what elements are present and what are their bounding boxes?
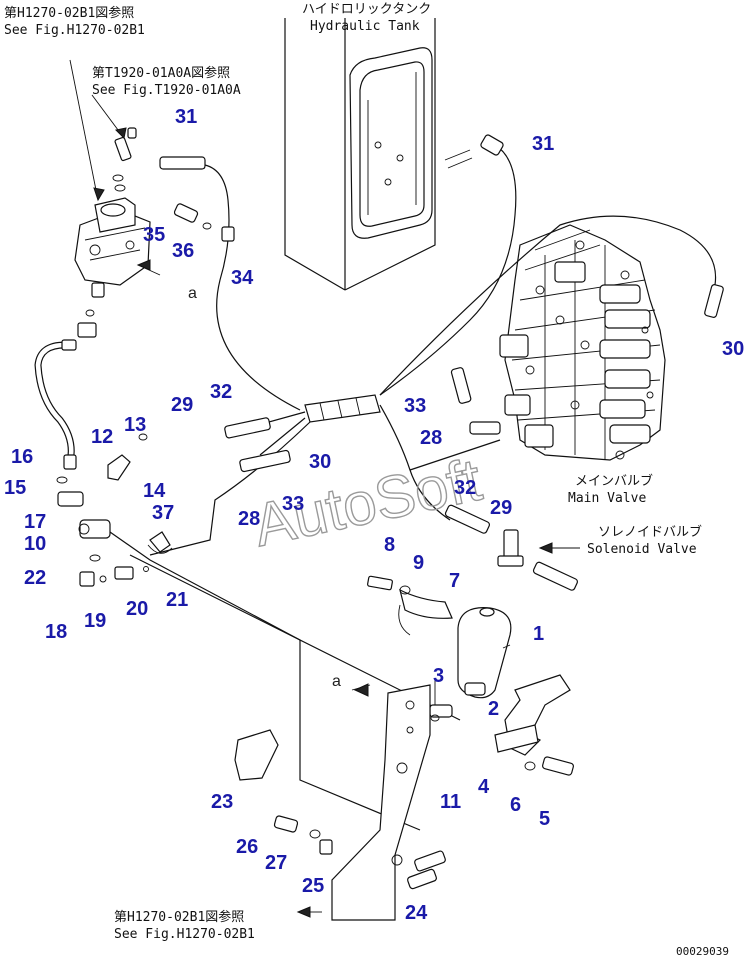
part-number: 1 — [533, 623, 544, 645]
part-number: 31 — [532, 133, 554, 155]
marker-a-lower: a — [332, 673, 341, 690]
ref-bottom-jp: 第H1270-02B1図参照 — [114, 909, 244, 925]
part-number: 37 — [152, 502, 174, 524]
ref-tank-jp: ハイドロリックタンク — [302, 2, 431, 17]
ref-top-left-2-jp: 第T1920-01A0A図参照 — [92, 65, 230, 81]
ref-main-valve-en: Main Valve — [568, 491, 646, 506]
ref-top-left-2-en: See Fig.T1920-01A0A — [92, 83, 241, 98]
part-number: 6 — [510, 794, 521, 816]
pilot-valve — [74, 127, 151, 298]
part-number: 33 — [282, 493, 304, 515]
part-number: 15 — [4, 477, 26, 499]
part-number: 7 — [449, 570, 460, 592]
part-number: 19 — [84, 610, 106, 632]
part-number: 17 — [24, 511, 46, 533]
reference-labels: 第H1270-02B1図参照 See Fig.H1270-02B1 第T1920… — [4, 2, 729, 958]
part-number: 4 — [478, 776, 490, 798]
ref-solenoid-jp: ソレノイドバルブ — [598, 524, 702, 540]
main-valve — [499, 224, 666, 461]
part-number: 3 — [433, 665, 444, 687]
arrows — [93, 127, 553, 918]
part-number: 34 — [231, 267, 254, 289]
part-number: 31 — [175, 106, 197, 128]
part-number: 13 — [124, 414, 146, 436]
hydraulic-tank — [284, 18, 436, 291]
part-number: 20 — [126, 598, 148, 620]
ref-bottom-en: See Fig.H1270-02B1 — [114, 927, 255, 942]
part-number: 24 — [405, 902, 428, 924]
part-number: 35 — [143, 224, 165, 246]
part-number: 36 — [172, 240, 194, 262]
part-number: 5 — [539, 808, 550, 830]
part-number: 28 — [238, 508, 260, 530]
ref-main-valve-jp: メインバルブ — [575, 473, 653, 489]
part-number: 11 — [440, 791, 461, 813]
solenoid-valve — [469, 421, 578, 591]
part-number: 27 — [265, 852, 287, 874]
part-number: 2 — [488, 698, 499, 720]
part-number: 32 — [210, 381, 232, 403]
mounting-plate — [234, 684, 446, 921]
ref-top-left-1-en: See Fig.H1270-02B1 — [4, 23, 145, 38]
ref-tank-en: Hydraulic Tank — [310, 19, 420, 34]
figure-id: 00029039 — [676, 945, 729, 958]
part-number: 25 — [302, 875, 324, 897]
part-number: 30 — [722, 338, 744, 360]
marker-a-upper: a — [188, 285, 197, 302]
part-number: 22 — [24, 567, 46, 589]
ref-top-left-1-jp: 第H1270-02B1図参照 — [4, 5, 134, 21]
left-fittings — [56, 203, 235, 587]
part-number: 29 — [171, 394, 193, 416]
part-number: 30 — [309, 451, 331, 473]
part-number-callouts: 1 2 3 4 5 6 7 8 9 10 11 12 13 14 15 16 1… — [4, 106, 744, 924]
part-number: 16 — [11, 446, 33, 468]
part-number: 10 — [24, 533, 46, 555]
part-number: 9 — [413, 552, 424, 574]
accumulator — [367, 575, 574, 776]
part-number: 8 — [384, 534, 395, 556]
ref-solenoid-en: Solenoid Valve — [587, 542, 697, 557]
part-number: 32 — [454, 477, 476, 499]
part-number: 23 — [211, 791, 233, 813]
part-number: 29 — [490, 497, 512, 519]
part-number: 12 — [91, 426, 113, 448]
part-number: 26 — [236, 836, 258, 858]
part-number: 33 — [404, 395, 426, 417]
part-number: 18 — [45, 621, 67, 643]
hoses — [34, 134, 724, 831]
part-number: 14 — [143, 480, 166, 502]
part-number: 28 — [420, 427, 442, 449]
part-number: 21 — [166, 589, 188, 611]
